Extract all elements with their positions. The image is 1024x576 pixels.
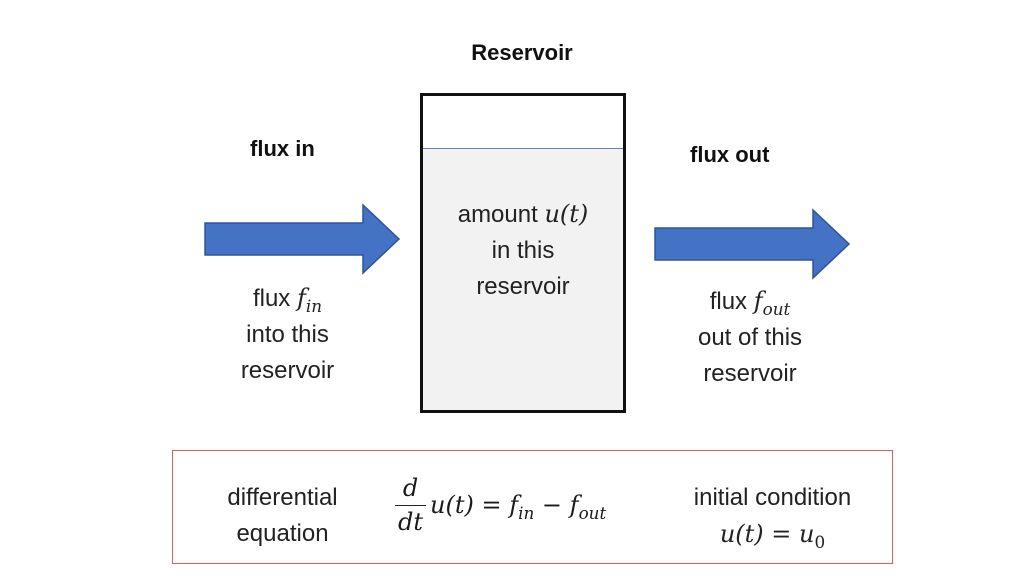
amount-word: amount (457, 201, 538, 228)
differential-equation-label: differential equation (195, 480, 370, 552)
inflow-flux-word: flux (252, 285, 291, 312)
outflow-description: flux fout out of this reservoir (655, 283, 845, 392)
de-label-line-1: differential (227, 484, 338, 511)
flux-in-heading: flux in (250, 136, 315, 161)
outflow-arrow-icon (654, 208, 851, 280)
flux-out-heading: flux out (690, 142, 770, 167)
derivative-fraction: d dt (395, 474, 427, 536)
inflow-line-1: flux fin (195, 280, 380, 317)
outflow-symbol: fout (753, 287, 791, 319)
diagram-title: Reservoir (471, 40, 573, 65)
reservoir-description: amount u(t) in this reservoir (423, 196, 623, 305)
inflow-description: flux fin into this reservoir (195, 280, 380, 389)
outflow-line-3: reservoir (703, 360, 797, 387)
reservoir-water-level (423, 148, 623, 410)
fraction-denominator: dt (395, 505, 427, 536)
reservoir-line-2: in this (491, 237, 555, 264)
initial-condition-equation: u(t) = u0 (719, 520, 826, 552)
initial-condition: initial condition u(t) = u0 (660, 480, 885, 552)
inflow-arrow-icon (204, 203, 401, 275)
reservoir-tank (420, 93, 626, 413)
inflow-line-3: reservoir (240, 357, 335, 384)
reservoir-line-3: reservoir (476, 273, 570, 300)
outflow-line-1: flux fout (655, 283, 845, 320)
initial-condition-label: initial condition (693, 484, 852, 511)
inflow-line-2: into this (246, 321, 329, 348)
outflow-flux-word: flux (709, 288, 748, 315)
equation-box (172, 450, 893, 564)
de-label-line-2: equation (236, 520, 329, 547)
inflow-symbol: fin (296, 284, 323, 316)
equation-rhs: u(t) = fin − fout (430, 491, 607, 523)
amount-symbol: u(t) (544, 200, 589, 228)
differential-equation: d dt u(t) = fin − fout (395, 474, 606, 536)
reservoir-line-1: amount u(t) (423, 196, 623, 233)
fraction-numerator: d (402, 474, 419, 502)
outflow-line-2: out of this (697, 324, 803, 351)
